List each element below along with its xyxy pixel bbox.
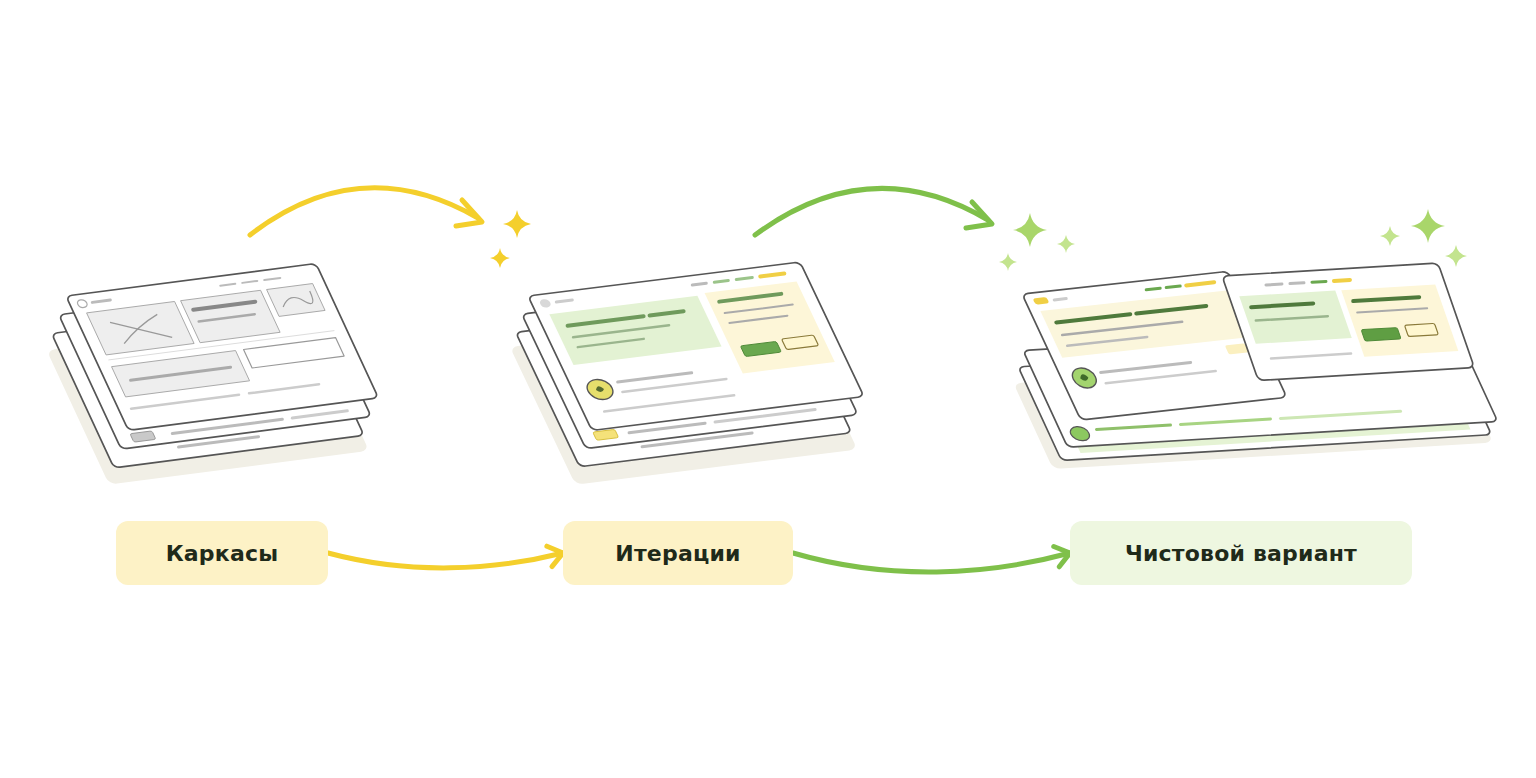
sparkle [1380, 226, 1400, 246]
stage-label: Чистовой вариант [1125, 541, 1357, 566]
flow-connector [328, 546, 563, 568]
iteration-stack [488, 262, 887, 485]
sparkle [1013, 213, 1047, 247]
final-page [1222, 263, 1474, 380]
sparkle [1411, 209, 1445, 243]
sparkle [999, 253, 1017, 271]
stage-label-box: Чистовой вариант [1070, 521, 1412, 585]
stage-label-box: Каркасы [116, 521, 328, 585]
arrow-head [456, 200, 482, 226]
connector-line [793, 553, 1070, 572]
flow-arrow [755, 188, 988, 235]
sparkle [1445, 245, 1467, 267]
stage-label: Итерации [615, 541, 740, 566]
flow-connector [793, 547, 1070, 572]
stage-label-box: Итерации [563, 521, 793, 585]
wireframe-stack [24, 264, 401, 485]
sparkle [1057, 235, 1075, 253]
arrow-head [966, 202, 992, 228]
connector-line [328, 553, 563, 568]
sparkle [503, 210, 531, 238]
flow-arrow [250, 188, 478, 235]
stage-label: Каркасы [166, 541, 279, 566]
arrow-head [547, 546, 563, 566]
sparkle [490, 248, 510, 268]
arrow-head [1054, 547, 1070, 567]
